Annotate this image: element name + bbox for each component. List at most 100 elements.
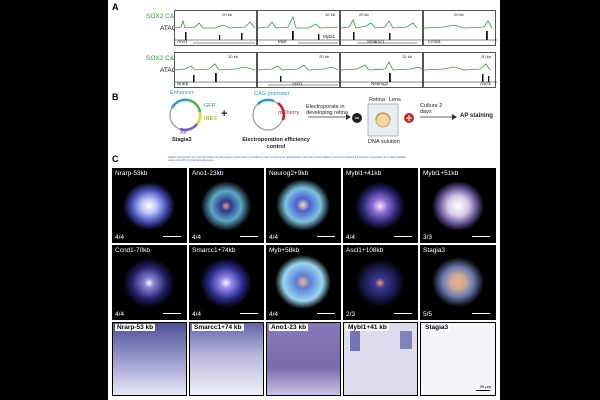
gene-label: Ccnd1 <box>428 39 442 44</box>
ap-section-smarcc1: Smarcc1+74 kb <box>189 322 264 396</box>
scale-bar <box>240 313 258 314</box>
track-panel-ano1: 20 kb Ano1 <box>174 10 258 46</box>
image-fraction: 4/4 <box>346 234 356 241</box>
explant-image-mybl1-51: Mybl1+51kb 3/3 <box>420 168 496 243</box>
gene-label-mybl1: Mybl1 <box>322 34 335 39</box>
sox2-label-row2: SOX2 C&R <box>146 55 179 62</box>
scale-label: 20 kb <box>454 12 464 17</box>
track-panel-nrarp: 20 kb Nrarp <box>174 52 258 88</box>
track-panel-ascl1: 20 kb Ascl1 <box>423 52 497 88</box>
ap-section-mybl1: Mybl1+41 kb <box>343 322 418 396</box>
track-panel-smarcc1: 20 kb Smarcc1 <box>340 10 424 46</box>
track-svg <box>175 19 258 44</box>
retina-label: Retina <box>369 97 385 103</box>
image-fraction: 4/4 <box>269 311 279 318</box>
explant-svg <box>201 181 251 231</box>
image-fraction: 4/4 <box>192 234 202 241</box>
explant-svg <box>276 179 330 231</box>
image-caption: Stagia3 <box>423 247 446 254</box>
gfp-label: GFP <box>204 103 216 109</box>
ap-caption: Nrarp-53 kb <box>115 324 156 331</box>
track-svg <box>424 20 497 41</box>
schematic-svg <box>169 98 457 137</box>
lens-label: Lens <box>389 97 401 103</box>
scale-bar <box>240 236 258 237</box>
scale-bar <box>394 313 412 314</box>
image-fraction: 2/3 <box>346 311 356 318</box>
ap-stain-svg <box>113 323 186 395</box>
image-caption: Ascl1+108kb <box>346 247 384 254</box>
explant-image-nrarp: Nrarp-53kb 4/4 <box>112 168 187 243</box>
ap-section-stagia3: Stagia3 25 µm <box>420 322 496 396</box>
atac-label-row2: ATAC <box>160 67 177 74</box>
scale-label: 20 kb <box>481 54 491 59</box>
ap-stain-svg <box>190 323 263 395</box>
explant-svg <box>355 182 405 230</box>
scale-bar <box>472 236 490 237</box>
track-panel-neurog2: 20 kb Neurog2 <box>340 52 424 88</box>
scale-label: 20 kb <box>359 12 369 17</box>
ap-scale-bar <box>476 390 490 391</box>
track-svg <box>175 63 258 83</box>
dna-label: DNA solution <box>368 139 400 145</box>
ap-section-ano1: Ano1-23 kb <box>266 322 341 396</box>
culture-label: Culture 2 days <box>420 103 443 115</box>
electroporate-label: Electroporate in developing retina <box>306 104 348 116</box>
panel-label-c: C <box>112 154 119 164</box>
ires-label: IRES <box>204 116 217 122</box>
gene-label: Neurog2 <box>371 81 389 86</box>
preprint-note: bioRxiv preprint doi: the copyright hold… <box>168 156 407 162</box>
image-caption: Myb+58kb <box>269 247 300 254</box>
stagia3-label: Stagia3 <box>172 137 192 143</box>
figure-page: A SOX2 C&R ATAC SOX2 C&R ATAC 20 kb Ano1… <box>108 0 500 400</box>
ap-caption: Stagia3 <box>423 324 451 331</box>
scale-bar <box>317 313 335 314</box>
gene-label: Nrarp <box>177 81 189 86</box>
ap-section-nrarp: Nrarp-53 kb <box>112 322 187 396</box>
explant-svg <box>432 181 484 231</box>
image-fraction: 4/4 <box>115 311 125 318</box>
ap-caption: Mybl1+41 kb <box>346 324 389 331</box>
scale-label: 20 kb <box>222 12 232 17</box>
mcherry-label: mCherry <box>278 110 300 116</box>
scale-bar <box>317 236 335 237</box>
gene-label: Ano1 <box>177 39 188 44</box>
enhancer-label: Enhancer <box>170 90 194 96</box>
scale-label: 10 kb <box>325 12 335 17</box>
explant-svg <box>123 182 175 230</box>
cag-label: CAG promoter <box>254 91 290 97</box>
explant-svg <box>432 257 484 307</box>
image-caption: Ano1-23kb <box>192 170 224 177</box>
track-svg <box>341 19 424 44</box>
control-label: Electroporation efficiency control <box>242 137 310 150</box>
scale-label: 20 kb <box>402 54 412 59</box>
ap-label: AP <box>180 130 188 136</box>
image-fraction: 4/4 <box>192 311 202 318</box>
explant-image-mybl1-41: Mybl1+41kb 4/4 <box>343 168 418 243</box>
explant-svg <box>275 255 331 309</box>
atac-label-row1: ATAC <box>160 25 177 32</box>
scale-label: 20 kb <box>228 54 238 59</box>
scale-bar <box>394 236 412 237</box>
ap-caption: Smarcc1+74 kb <box>192 324 244 331</box>
image-caption: Smarcc1+74kb <box>192 247 236 254</box>
explant-image-smarcc1: Smarcc1+74kb 4/4 <box>189 245 264 320</box>
scale-bar <box>163 313 181 314</box>
panel-label-a: A <box>112 2 119 12</box>
explant-svg <box>200 258 252 308</box>
image-caption: Mybl1+51kb <box>423 170 459 177</box>
explant-image-stagia3: Stagia3 5/5 <box>420 245 496 320</box>
image-caption: Neurog2+9kb <box>269 170 309 177</box>
gene-label: Ano1 <box>292 81 303 86</box>
ap-stain-svg <box>344 323 417 395</box>
scale-label: 20 kb <box>319 54 329 59</box>
staining-label: AP staining <box>460 113 493 119</box>
ap-stain-svg <box>267 323 340 395</box>
track-panel-mybl1: 10 kb Myb Mybl1 <box>257 10 341 46</box>
scale-bar <box>163 236 181 237</box>
track-panel-ano1-row2: 20 kb Ano1 <box>257 52 341 88</box>
track-panel-ccnd1: 20 kb Ccnd1 <box>423 10 497 46</box>
ap-scale-label: 25 µm <box>479 384 491 389</box>
explant-image-myb: Myb+58kb 4/4 <box>266 245 341 320</box>
gene-label: Ascl1 <box>479 81 491 86</box>
